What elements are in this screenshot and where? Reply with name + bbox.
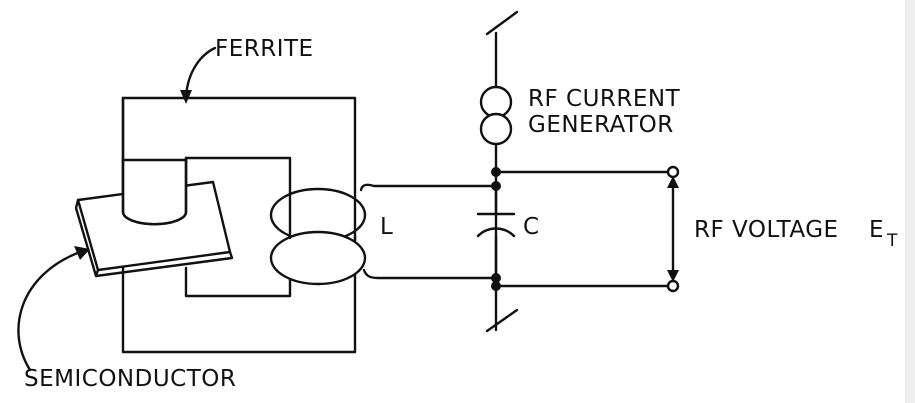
inductor-coil — [269, 183, 498, 286]
capacitor-label: C — [523, 214, 540, 240]
semiconductor-pointer-arrow — [17, 246, 90, 372]
ferrite-pointer-arrow — [180, 46, 217, 104]
circuit-wiring — [485, 10, 670, 333]
junction-dots — [491, 167, 501, 291]
voltage-label: RF VOLTAGE — [694, 217, 839, 243]
semiconductor-label: SEMICONDUCTOR — [24, 366, 236, 392]
current-generator-symbol — [479, 85, 513, 146]
inductor-label: L — [380, 214, 393, 240]
voltage-symbol: E — [869, 217, 884, 243]
capacitor-symbol — [476, 212, 516, 238]
ferrite-pole-face — [121, 96, 188, 226]
generator-label-line2: GENERATOR — [528, 112, 674, 138]
scan-edge-strip — [905, 0, 915, 403]
generator-label-line1: RF CURRENT — [528, 86, 681, 112]
voltage-double-arrow — [667, 176, 679, 282]
voltage-subscript: T — [886, 231, 898, 251]
ferrite-label: FERRITE — [215, 36, 314, 62]
